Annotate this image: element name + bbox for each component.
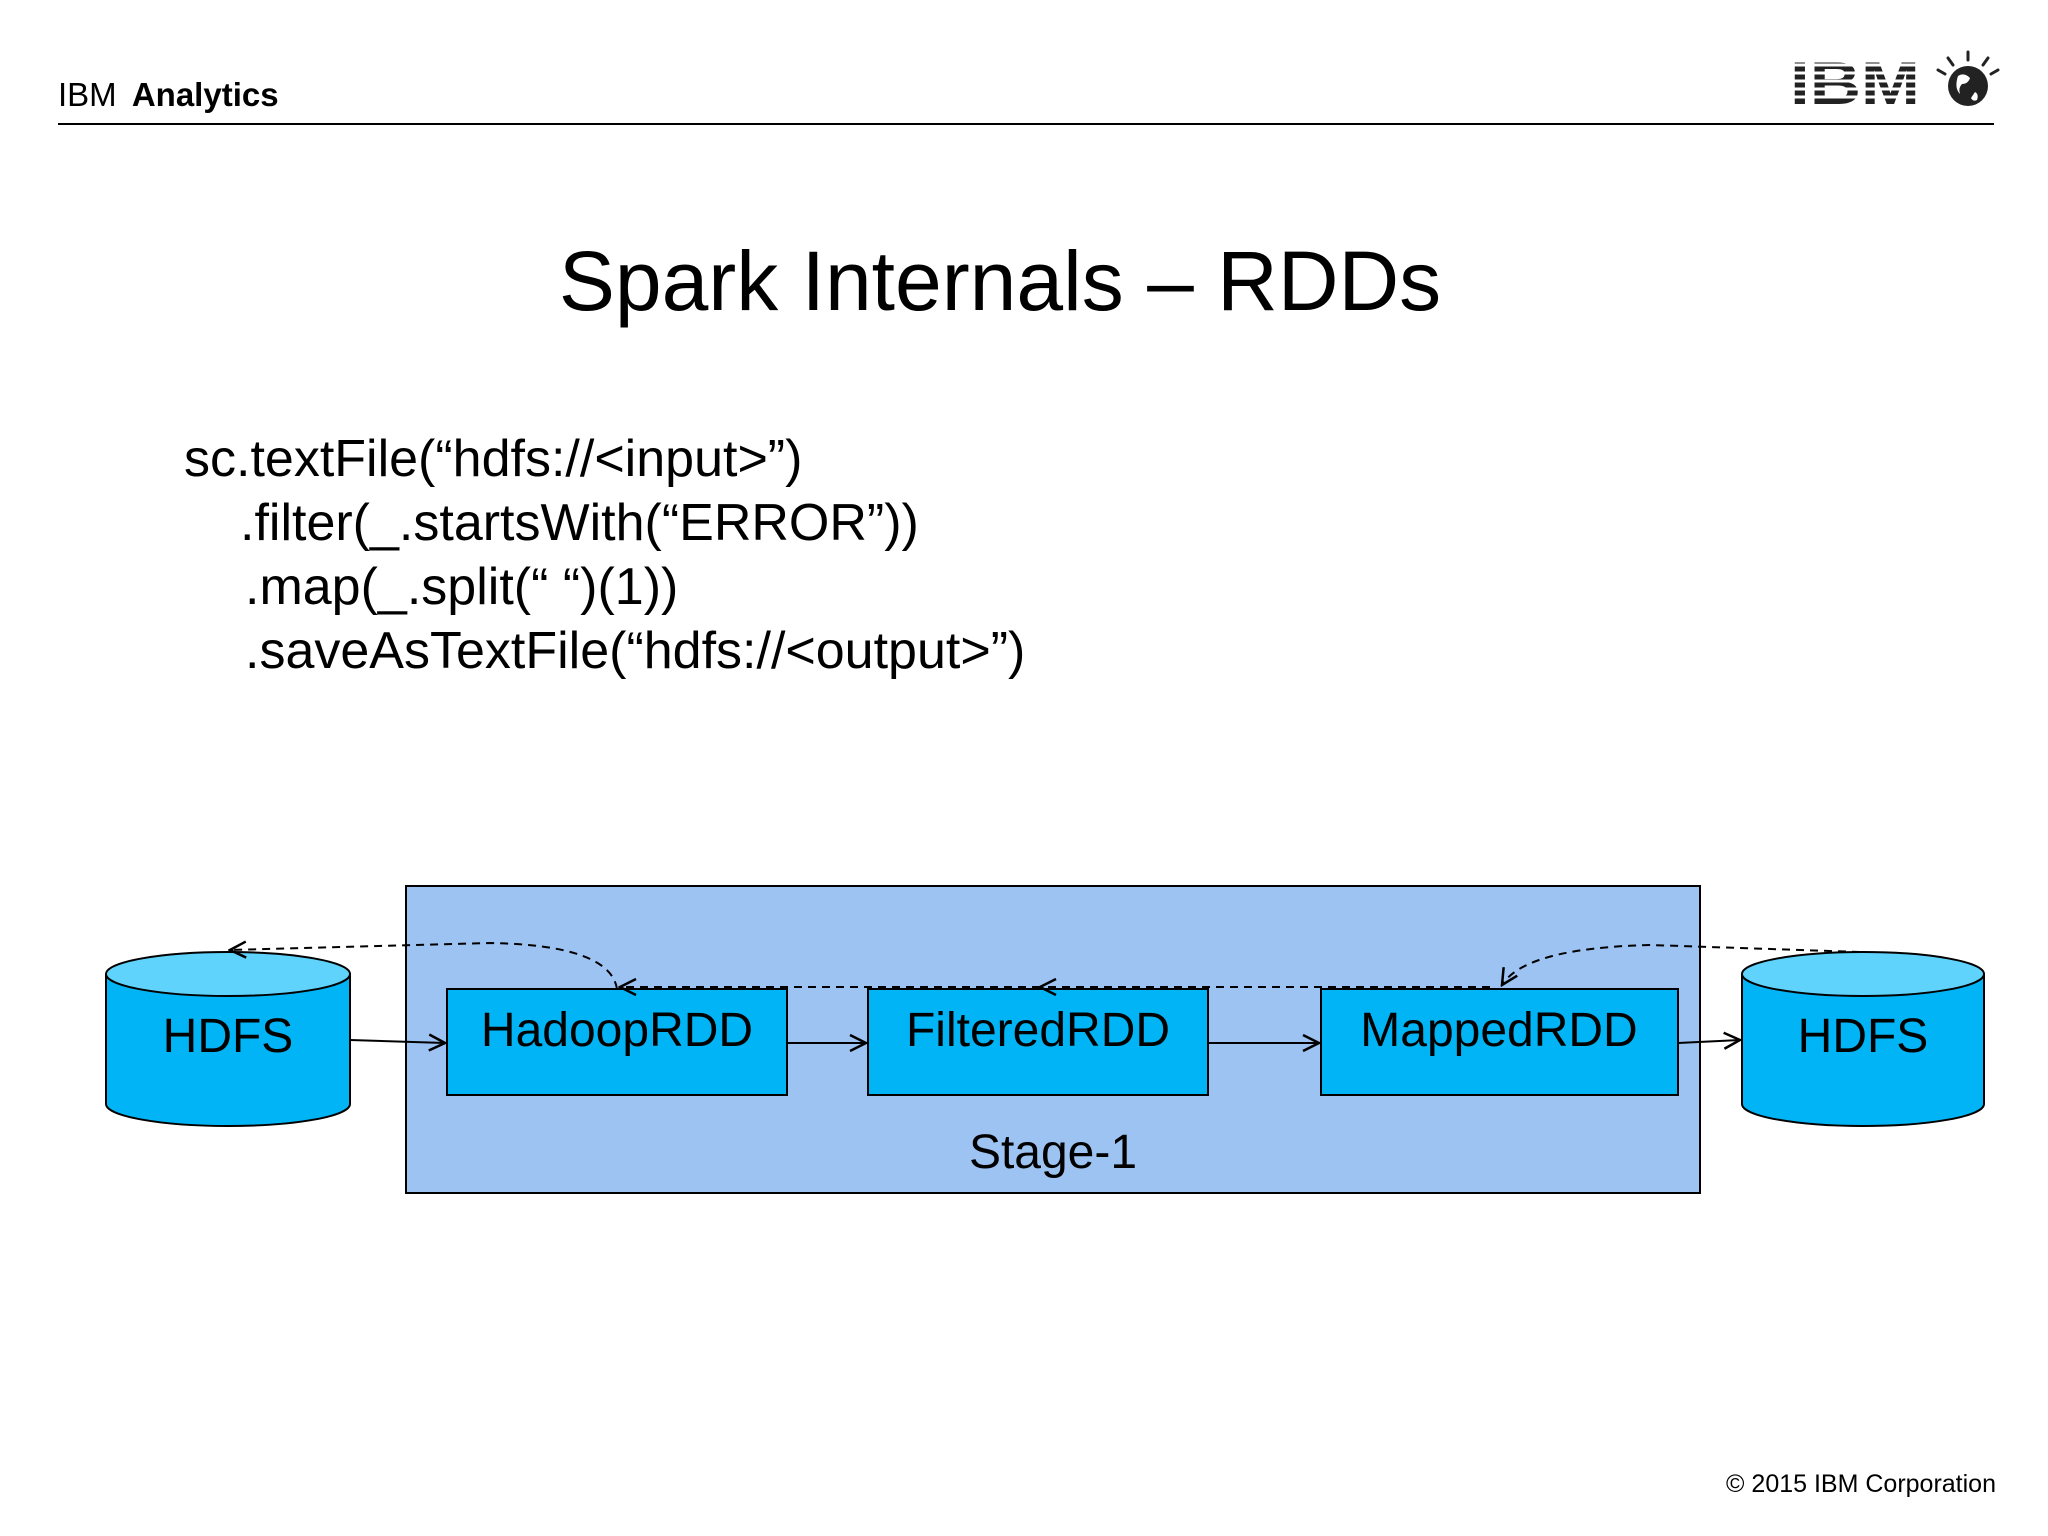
hdfs-source-label: HDFS xyxy=(163,1010,294,1063)
ibm-logo-text: IBM xyxy=(1790,50,1920,117)
rdd-label: MappedRDD xyxy=(1360,1004,1637,1057)
code-line: .map(_.split(“ “)(1)) xyxy=(245,558,678,616)
dependency-arrows xyxy=(230,943,1861,990)
dep-arrow-hdfs-to-mappedrdd xyxy=(1502,943,1861,985)
stage-label: Stage-1 xyxy=(969,1126,1137,1179)
code-line: .filter(_.startsWith(“ERROR”)) xyxy=(240,494,919,552)
rdd-label: HadoopRDD xyxy=(481,1004,753,1057)
slide-title: Spark Internals – RDDs xyxy=(559,234,1441,328)
rdd-box-hadoop: HadoopRDD xyxy=(446,988,788,1096)
forward-arrows xyxy=(349,1040,1740,1043)
copyright-text: © 2015 IBM Corporation xyxy=(1726,1470,1996,1498)
hdfs-source-cylinder: HDFS xyxy=(105,951,351,1127)
brand-text: IBM Analytics xyxy=(58,76,279,113)
brand-prefix: IBM xyxy=(58,76,117,113)
globe-icon xyxy=(1936,50,2000,106)
rdd-label: FilteredRDD xyxy=(906,1004,1170,1057)
arrow-mappedrdd-to-hdfs xyxy=(1677,1040,1740,1043)
code-line: sc.textFile(“hdfs://<input>”) xyxy=(184,430,802,488)
brand-suffix: Analytics xyxy=(132,76,279,113)
code-block: sc.textFile(“hdfs://<input>”) .filter(_.… xyxy=(184,430,1025,680)
rdd-box-filtered: FilteredRDD xyxy=(867,988,1209,1096)
dep-arrow-hadooprdd-to-hdfs xyxy=(230,943,618,990)
code-line: .saveAsTextFile(“hdfs://<output>”) xyxy=(245,622,1025,680)
rdd-box-mapped: MappedRDD xyxy=(1320,988,1679,1096)
ibm-logo: IBM xyxy=(1785,50,1925,117)
arrow-hdfs-to-hadooprdd xyxy=(349,1040,445,1043)
hdfs-sink-cylinder: HDFS xyxy=(1741,951,1985,1127)
hdfs-sink-label: HDFS xyxy=(1798,1010,1929,1063)
